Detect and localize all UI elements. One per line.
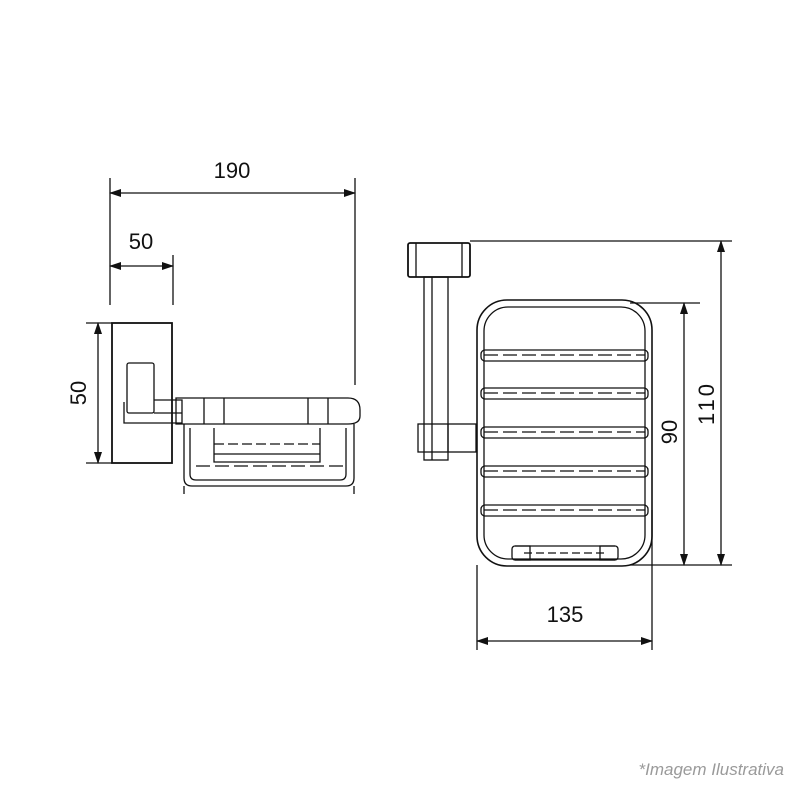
dim-label-135: 135 <box>547 602 584 627</box>
dim-label-110: 110 <box>694 381 719 425</box>
dim-label-50-horizontal: 50 <box>129 229 153 254</box>
foot-right <box>599 545 615 561</box>
caption: *Imagem Ilustrativa <box>639 760 785 779</box>
wall-mount-cap <box>407 242 471 278</box>
front-view <box>407 240 732 650</box>
bottom-bar <box>511 545 619 561</box>
slat <box>480 349 649 362</box>
dim-label-90: 90 <box>657 420 682 444</box>
basket-body <box>183 424 355 487</box>
slat <box>480 504 649 517</box>
slat <box>480 426 649 439</box>
dim-label-190: 190 <box>214 158 251 183</box>
side-view <box>86 178 361 494</box>
basket-inner <box>189 428 347 481</box>
support-arm <box>123 399 183 424</box>
inner-tray <box>213 428 321 463</box>
vertical-post <box>423 276 449 461</box>
bracket-block <box>126 362 155 414</box>
connector <box>417 423 477 453</box>
slat <box>480 465 649 478</box>
dim-label-50-vertical: 50 <box>66 381 91 405</box>
basket-inner-frame <box>483 306 646 560</box>
slat <box>480 387 649 400</box>
basket-outer-frame <box>476 299 653 567</box>
wall-plate <box>111 322 173 464</box>
basket-slats <box>480 349 649 517</box>
foot-left <box>515 545 531 561</box>
basket-rim <box>175 397 361 425</box>
